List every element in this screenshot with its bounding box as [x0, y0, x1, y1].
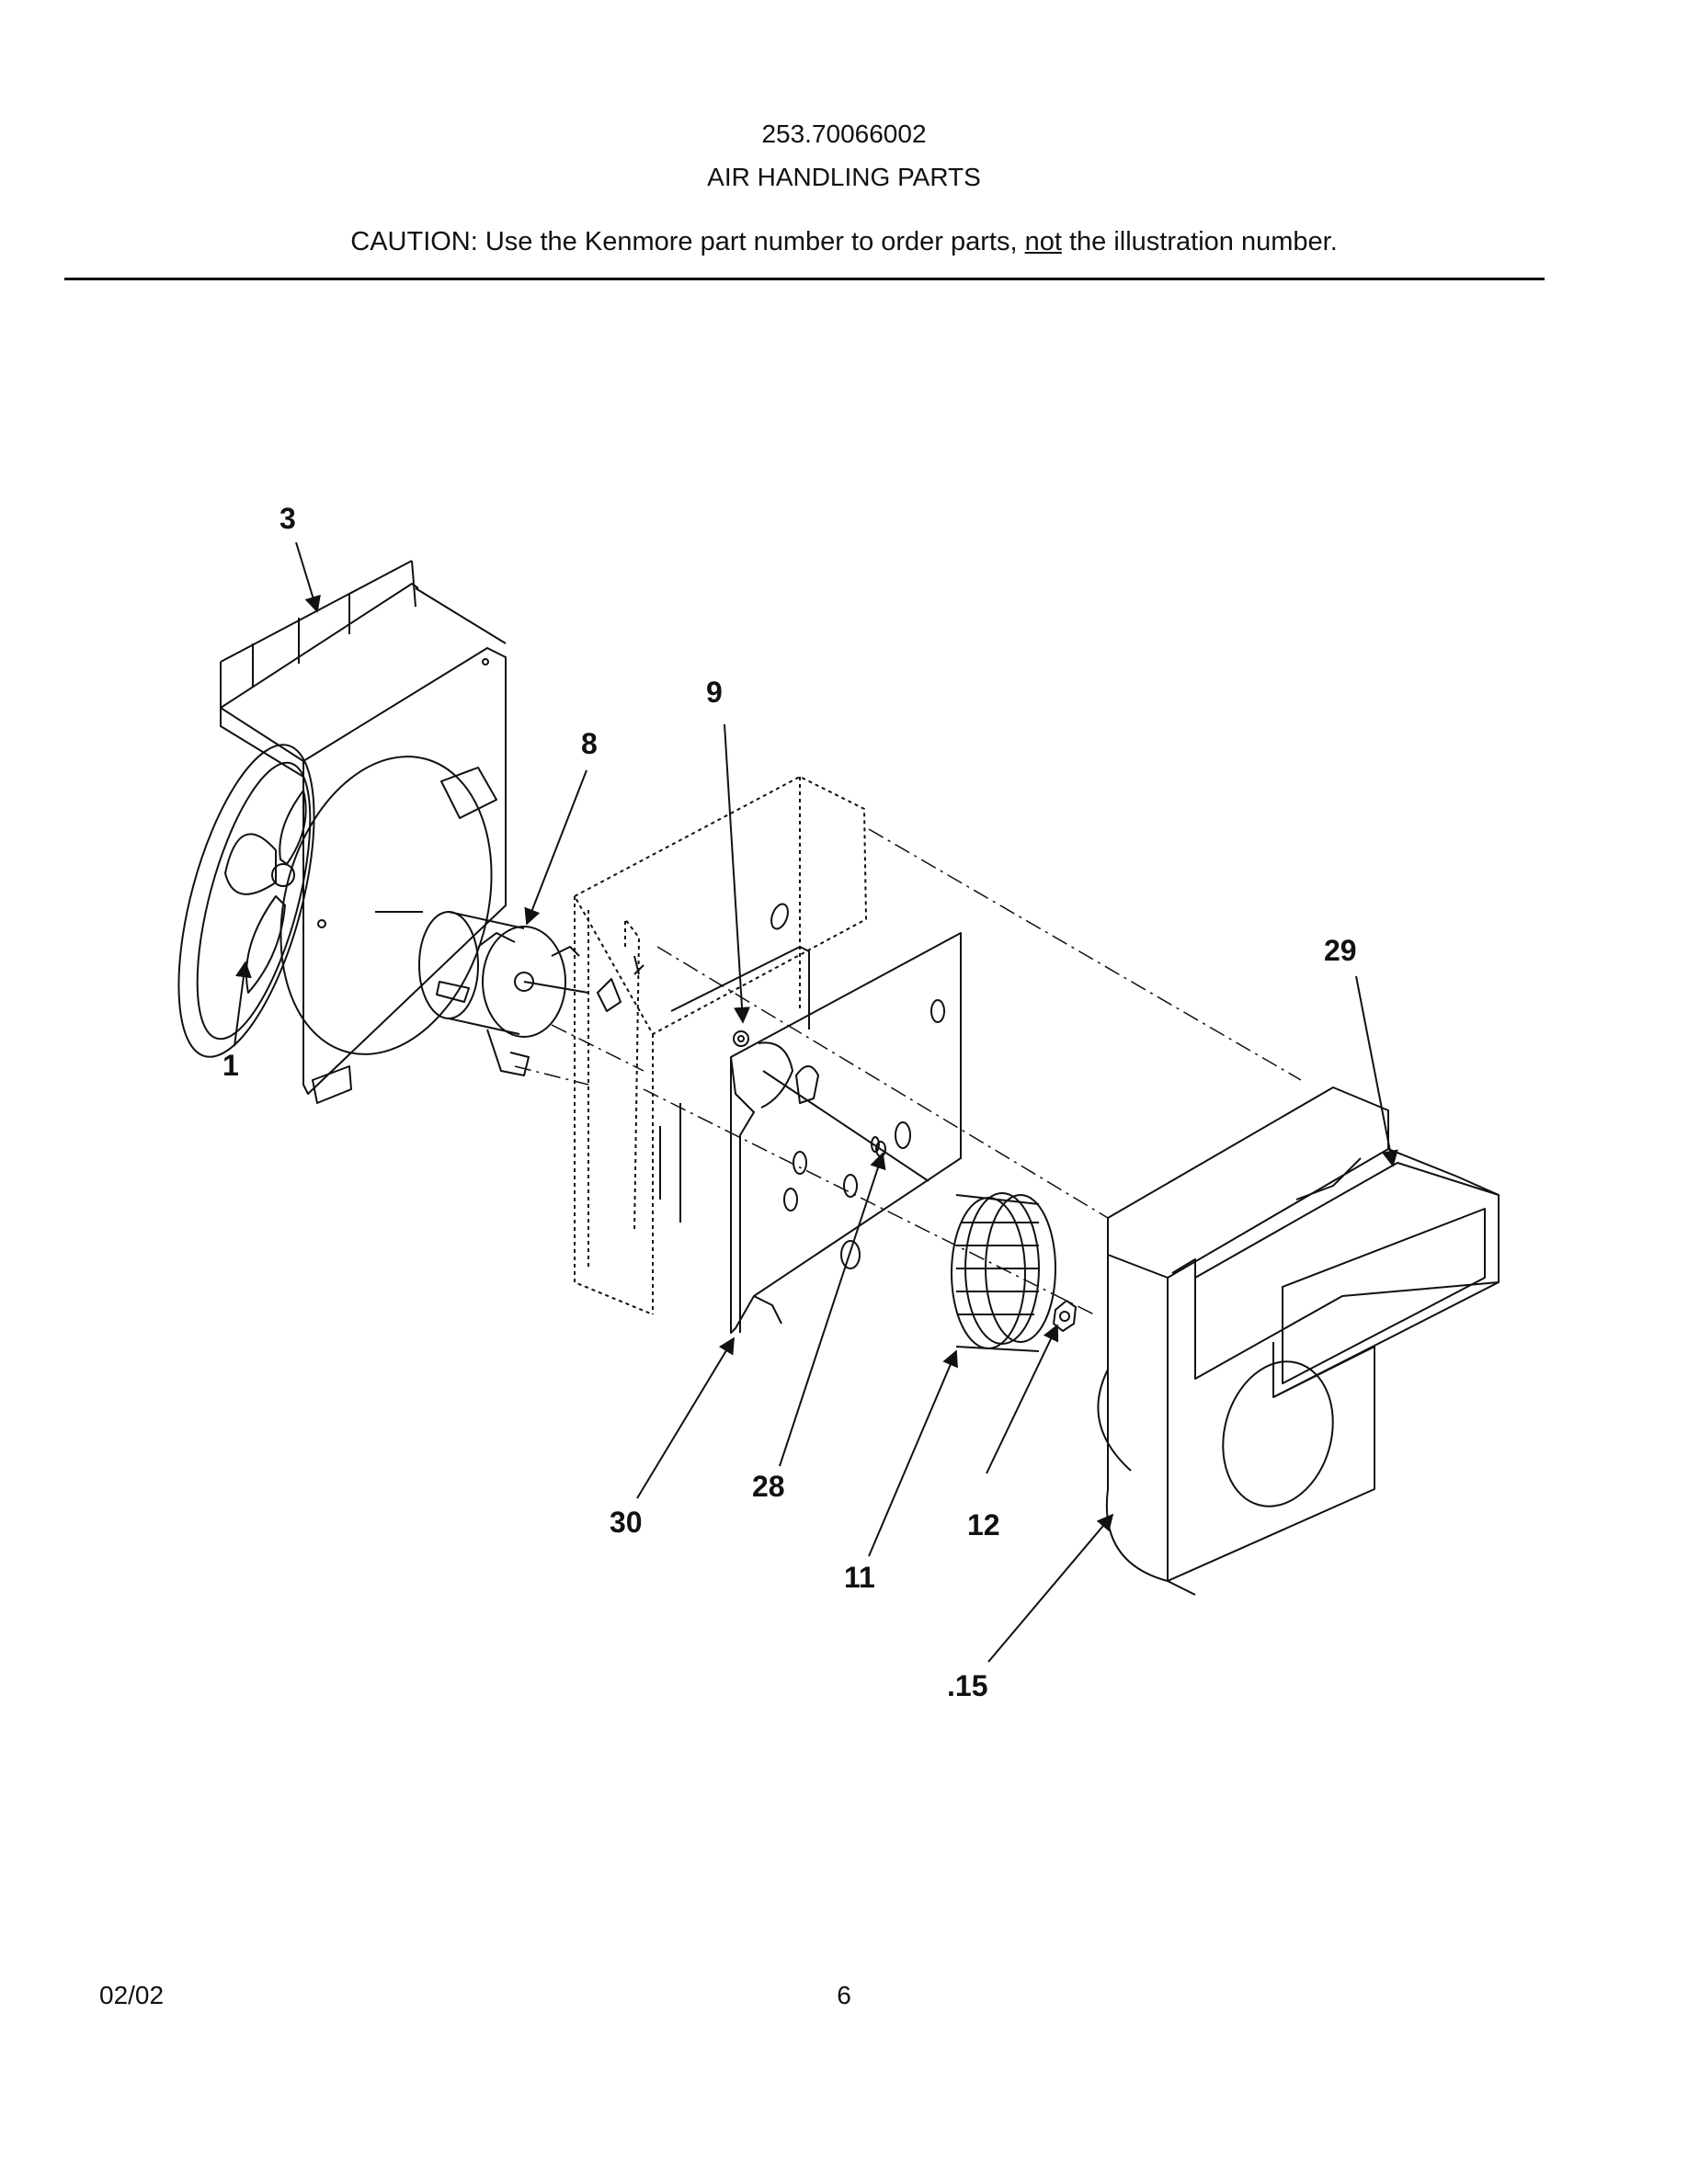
- callout-1: 1: [222, 1049, 239, 1082]
- caution-prefix: CAUTION: Use the Kenmore part number to …: [350, 227, 1025, 256]
- callout-30: 30: [610, 1506, 643, 1539]
- callout-8: 8: [581, 727, 598, 760]
- partition-solid-edges: [597, 903, 810, 1223]
- fan-motor: [375, 911, 589, 1076]
- callout-3: 3: [279, 502, 296, 535]
- callout-29: 29: [1324, 934, 1357, 967]
- blower-shaft: [762, 1070, 930, 1182]
- callout-15: .15: [947, 1669, 987, 1702]
- callout-9: 9: [706, 676, 723, 709]
- caution-emphasis: not: [1024, 227, 1062, 256]
- fan-shroud: [220, 560, 507, 1104]
- section-title: AIR HANDLING PARTS: [707, 163, 981, 191]
- footer-date: 02/02: [99, 1981, 165, 2009]
- assembly-guide-lines: [514, 828, 1302, 1315]
- partition-panel: [574, 776, 867, 1315]
- caution-suffix: the illustration number.: [1061, 227, 1338, 256]
- leader-lines: [234, 541, 1398, 1663]
- callout-28: 28: [752, 1470, 785, 1503]
- callout-12: 12: [967, 1508, 1000, 1541]
- model-number: 253.70066002: [761, 119, 927, 148]
- blower-scroll-housing: [1097, 1346, 1375, 1596]
- page-number: 6: [837, 1981, 851, 2009]
- caution-note: CAUTION: Use the Kenmore part number to …: [0, 227, 1688, 257]
- blower-nut: [1053, 1300, 1077, 1332]
- callout-11: 11: [844, 1561, 875, 1594]
- blower-bulkhead: [730, 932, 962, 1334]
- air-discharge-duct: [1107, 1086, 1500, 1398]
- blower-wheel: [951, 1192, 1056, 1352]
- header-divider: [64, 278, 1545, 280]
- condenser-fan-blade: [177, 744, 315, 1058]
